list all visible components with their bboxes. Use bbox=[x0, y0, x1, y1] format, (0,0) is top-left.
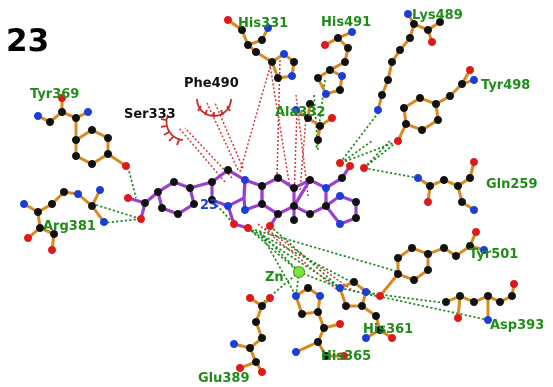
residue-label-tyr498: Tyr498 bbox=[481, 78, 530, 93]
ser333-hydrophobic-arc bbox=[160, 114, 184, 146]
residue-label-tyr369: Tyr369 bbox=[30, 87, 79, 102]
ligand-bonds bbox=[126, 164, 358, 230]
residue-label-asp393: Asp393 bbox=[490, 318, 544, 333]
phe490-hydrophobic-arc bbox=[196, 98, 232, 117]
residue-label-ala332: Ala332 bbox=[275, 105, 325, 120]
residue-label-zn: Zn bbox=[265, 270, 284, 285]
residue-label-his361: His361 bbox=[363, 322, 413, 337]
atoms bbox=[20, 10, 518, 376]
compound-number: 23 bbox=[6, 23, 49, 59]
ligand-label: 23 bbox=[200, 198, 218, 213]
residue-label-glu389: Glu389 bbox=[198, 371, 250, 386]
residue-label-phe490: Phe490 bbox=[184, 76, 239, 91]
residue-label-his365: His365 bbox=[321, 349, 371, 364]
labels: 23 His331 His491 Lys489 Tyr369 Phe490 Se… bbox=[6, 8, 544, 386]
residue-label-lys489: Lys489 bbox=[412, 8, 463, 23]
residue-label-gln259: Gln259 bbox=[486, 177, 538, 192]
residue-label-tyr501: Tyr501 bbox=[469, 247, 518, 262]
residue-label-arg381: Arg381 bbox=[43, 219, 96, 234]
residue-label-his491: His491 bbox=[321, 15, 371, 30]
zinc-ion bbox=[293, 266, 305, 278]
hydrophobic-arcs bbox=[160, 98, 232, 146]
residue-label-ser333: Ser333 bbox=[124, 107, 176, 122]
residue-label-his331: His331 bbox=[238, 16, 288, 31]
